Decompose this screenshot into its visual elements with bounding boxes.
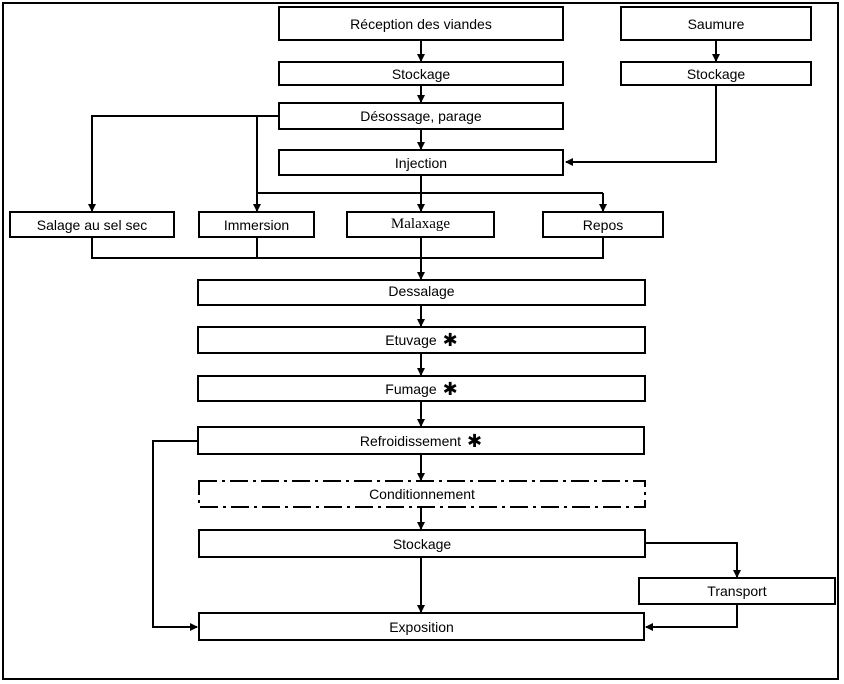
merge-bar: [91, 237, 604, 259]
critical-star-icon: ✱: [442, 378, 458, 400]
label-dessalage: Dessalage: [388, 283, 455, 299]
label-transport: Transport: [707, 583, 767, 599]
label-injection: Injection: [394, 154, 448, 171]
label-salage: Salage au sel sec: [36, 216, 148, 233]
node-salage: Salage au sel sec: [9, 211, 175, 238]
node-reception: Réception des viandes: [278, 6, 564, 41]
label-refroidissement: Refroidissement: [359, 432, 462, 449]
node-etuvage: Etuvage ✱: [197, 326, 646, 354]
node-immersion: Immersion: [198, 211, 315, 238]
arrow-stockage-transport: [645, 542, 741, 578]
node-dessalage: Dessalage: [197, 279, 646, 306]
node-conditionnement: Conditionnement: [199, 481, 645, 507]
node-malaxage: Malaxage: [346, 211, 495, 238]
arrow-transport-exposition: [645, 604, 738, 631]
label-stockage-saumure: Stockage: [686, 65, 746, 82]
arrow-refroidissement-exposition: [152, 440, 198, 631]
label-repos: Repos: [582, 216, 624, 233]
node-repos: Repos: [542, 211, 664, 238]
label-stockage-final: Stockage: [392, 535, 452, 552]
node-fumage: Fumage ✱: [197, 375, 646, 402]
conditionnement-border: [198, 480, 646, 508]
node-exposition: Exposition: [198, 612, 645, 641]
label-malaxage: Malaxage: [390, 216, 451, 232]
label-conditionnement: Conditionnement: [369, 486, 475, 502]
node-stockage-viandes: Stockage: [278, 61, 564, 86]
node-stockage-final: Stockage: [198, 529, 646, 558]
critical-star-icon: ✱: [467, 430, 483, 452]
label-immersion: Immersion: [223, 216, 290, 233]
node-stockage-saumure: Stockage: [620, 61, 812, 86]
node-desossage: Désossage, parage: [278, 102, 564, 130]
node-refroidissement: Refroidissement ✱: [197, 426, 645, 455]
node-saumure: Saumure: [620, 6, 812, 41]
node-injection: Injection: [278, 149, 564, 176]
label-stockage-viandes: Stockage: [391, 65, 451, 82]
label-reception: Réception des viandes: [350, 15, 492, 32]
critical-star-icon: ✱: [442, 330, 458, 351]
label-desossage: Désossage, parage: [360, 108, 482, 124]
label-etuvage: Etuvage: [385, 332, 437, 348]
label-fumage: Fumage: [385, 380, 437, 397]
label-exposition: Exposition: [389, 618, 454, 635]
arrow-stockage-saumure-injection: [565, 85, 717, 166]
label-saumure: Saumure: [687, 15, 745, 32]
node-transport: Transport: [638, 577, 836, 605]
arrow-desossage-salage: [88, 115, 279, 212]
